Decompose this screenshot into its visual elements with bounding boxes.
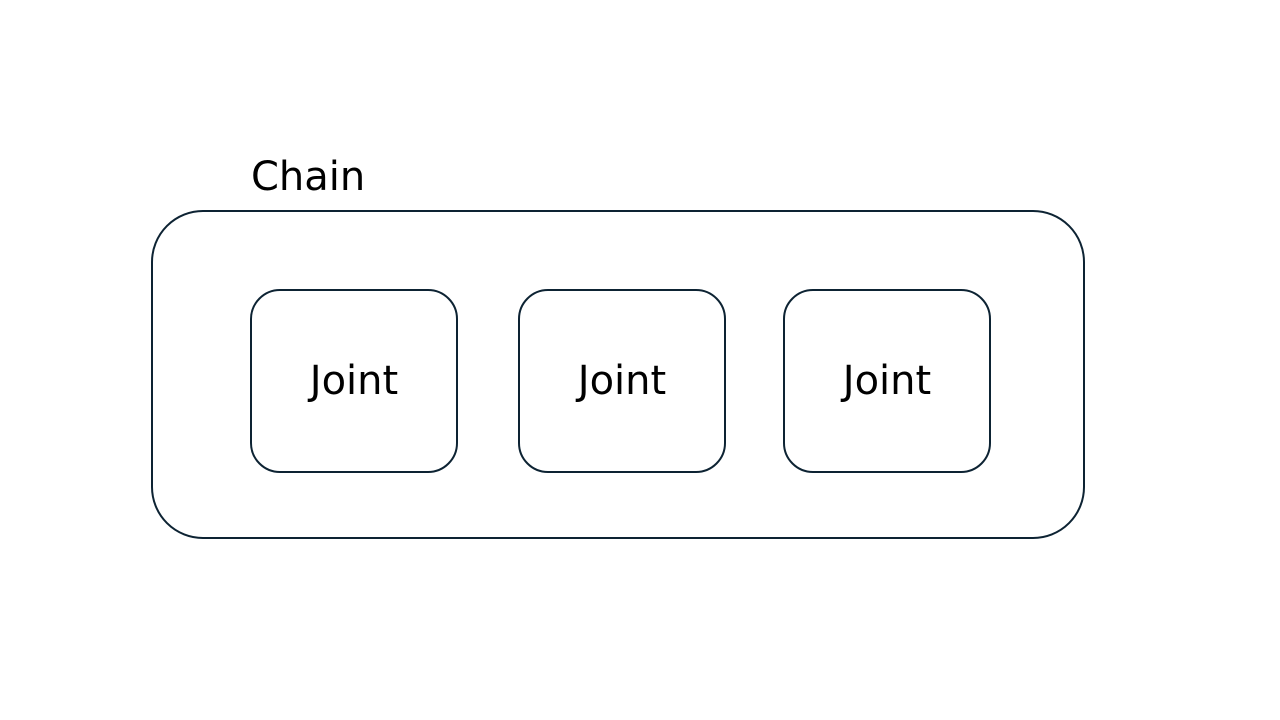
joint-box-3: Joint — [783, 289, 991, 473]
joint-label-1: Joint — [309, 358, 399, 404]
chain-label: Chain — [251, 154, 366, 200]
chain-container — [151, 210, 1085, 539]
joint-label-2: Joint — [577, 358, 667, 404]
joint-box-2: Joint — [518, 289, 726, 473]
joint-box-1: Joint — [250, 289, 458, 473]
joint-label-3: Joint — [842, 358, 932, 404]
